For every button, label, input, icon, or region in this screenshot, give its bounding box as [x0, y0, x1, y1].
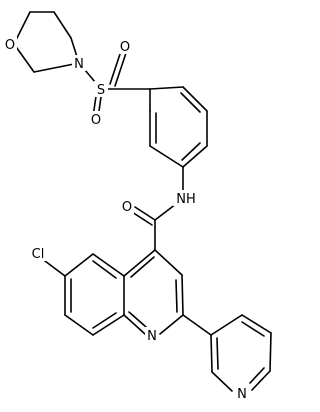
atom-label: NH — [176, 192, 196, 207]
bond — [182, 145, 208, 168]
bond — [180, 92, 201, 113]
bond — [181, 142, 201, 161]
atom-o-sulfonyl-top: O — [118, 38, 132, 55]
bond — [210, 314, 243, 336]
atom-label: O — [120, 40, 130, 55]
atom-cl: Cl — [27, 245, 49, 262]
bond — [216, 337, 219, 370]
bond — [13, 43, 35, 73]
bond — [241, 314, 272, 334]
bond — [149, 86, 184, 90]
atom-label: O — [122, 200, 132, 215]
atom-label: N — [237, 387, 247, 402]
bond — [249, 367, 265, 384]
atom-o-sulfonyl-bottom: O — [89, 111, 103, 128]
atom-n-quinoline: N — [145, 327, 159, 344]
atom-o-morpholine: O — [3, 36, 17, 53]
bond — [131, 211, 153, 226]
molecule-structure: O N S O O O NH Cl — [3, 11, 272, 402]
bond — [251, 370, 271, 391]
bond — [154, 249, 183, 276]
atom-o-carbonyl: O — [120, 198, 134, 215]
bond — [114, 49, 128, 87]
atom-label: Cl — [32, 247, 45, 262]
atom-s-sulfonyl: S — [94, 81, 108, 98]
bond — [123, 314, 146, 335]
bond — [92, 312, 117, 329]
bond — [128, 311, 147, 328]
bond — [182, 314, 212, 336]
atom-label: N — [147, 329, 157, 344]
bond — [92, 314, 125, 336]
bond — [269, 332, 272, 372]
atom-nh-amide: NH — [173, 190, 199, 207]
bond — [92, 260, 117, 279]
atom-labels: O N S O O O NH Cl — [3, 36, 249, 402]
bond — [211, 371, 233, 392]
bond — [53, 11, 72, 39]
bond — [154, 203, 177, 221]
bond — [44, 260, 66, 277]
atom-n-morpholine: N — [72, 55, 86, 72]
bond — [92, 253, 125, 277]
bond — [210, 334, 213, 373]
bond — [33, 62, 80, 73]
bond — [241, 321, 265, 337]
bond — [175, 279, 178, 313]
atom-label: O — [5, 38, 15, 53]
bond — [64, 253, 94, 277]
bond — [149, 145, 184, 168]
bond — [123, 249, 156, 277]
bond — [159, 314, 184, 335]
bond — [64, 314, 94, 336]
bond — [182, 86, 208, 112]
atom-n-pyridine: N — [235, 385, 249, 402]
atom-label: N — [74, 57, 84, 72]
atom-label: O — [91, 113, 101, 128]
bond — [134, 206, 156, 221]
bond — [181, 274, 184, 316]
atom-label: S — [97, 83, 105, 98]
bonds — [13, 11, 272, 392]
bond — [130, 256, 155, 278]
